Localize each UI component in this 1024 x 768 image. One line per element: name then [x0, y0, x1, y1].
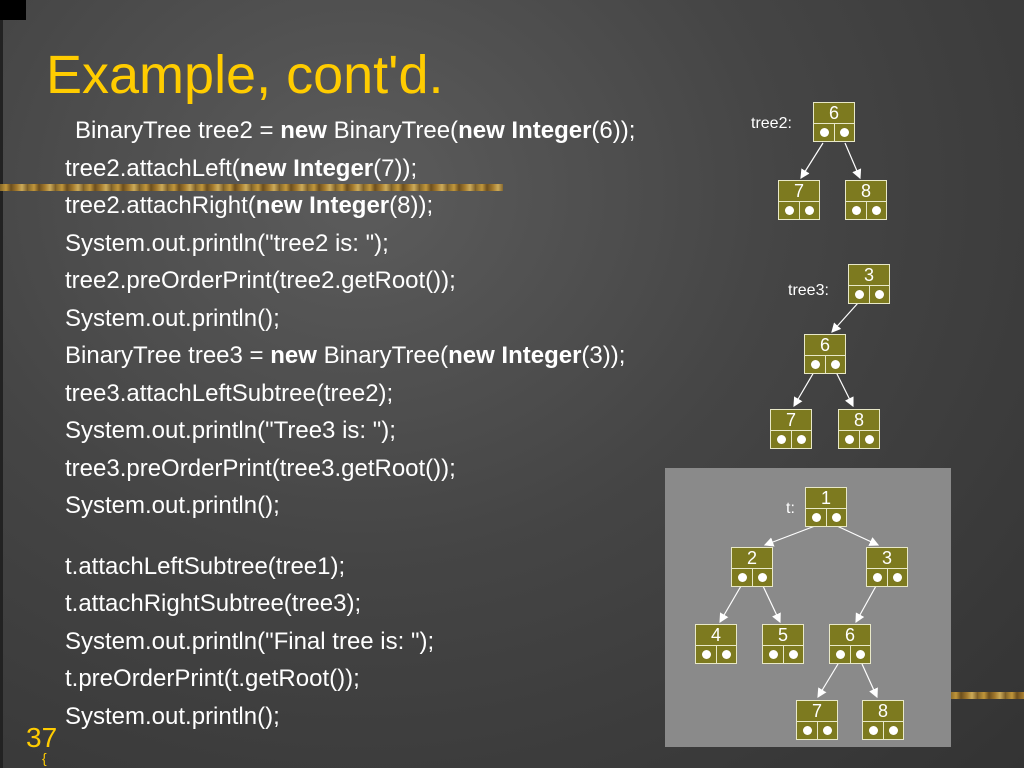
- code-keyword: new: [280, 117, 327, 144]
- tree-node: 6: [804, 334, 846, 374]
- tree-node: 3: [866, 547, 908, 587]
- code-text: (8));: [389, 192, 434, 219]
- tree3-edge-3-6: [831, 302, 859, 333]
- code-text: t.preOrderPrint(t.getRoot());: [65, 665, 360, 692]
- tree-node: 2: [731, 547, 773, 587]
- slide-mark: {: [42, 750, 47, 766]
- code-line: t.preOrderPrint(t.getRoot());: [65, 660, 635, 698]
- code-keyword: new Integer: [458, 117, 592, 144]
- t-edge-3-6: [855, 585, 877, 624]
- tree-node: 7: [796, 700, 838, 740]
- tree-node: 7: [778, 180, 820, 220]
- code-block: BinaryTree tree2 = new BinaryTree(new In…: [65, 112, 635, 735]
- tree3-edge-6-8: [835, 371, 854, 408]
- code-line: System.out.println();: [65, 487, 635, 525]
- tree2-edge-6-7: [800, 142, 824, 180]
- code-text: (6));: [591, 117, 636, 144]
- decorative-band-left: [0, 184, 503, 191]
- t-edge-1-2: [763, 525, 816, 547]
- code-keyword: new Integer: [255, 192, 390, 219]
- code-text: t.attachRightSubtree(tree3);: [65, 590, 362, 617]
- code-line: tree2.attachLeft(new Integer(7));: [65, 150, 635, 188]
- code-text: BinaryTree(: [326, 117, 459, 144]
- code-line: tree3.preOrderPrint(tree3.getRoot());: [65, 450, 635, 488]
- tree-node: 5: [762, 624, 804, 664]
- code-line: tree3.attachLeftSubtree(tree2);: [65, 375, 635, 413]
- code-line: System.out.println("Tree3 is: ");: [65, 412, 635, 450]
- code-keyword: new: [270, 342, 317, 369]
- code-text: System.out.println();: [65, 702, 280, 730]
- code-line: BinaryTree tree3 = new BinaryTree(new In…: [65, 337, 635, 375]
- code-line: BinaryTree tree2 = new BinaryTree(new In…: [75, 112, 635, 150]
- code-text: System.out.println();: [65, 304, 280, 332]
- code-line: System.out.println("tree2 is: ");: [65, 225, 635, 263]
- code-text: tree3.attachLeftSubtree(tree2);: [65, 379, 394, 407]
- code-text: System.out.println("Final tree is: ");: [65, 627, 435, 655]
- code-text: tree2.preOrderPrint(tree2.getRoot());: [65, 267, 456, 294]
- code-text: (7));: [373, 154, 418, 182]
- code-line: tree2.attachRight(new Integer(8));: [65, 187, 635, 225]
- code-keyword: new Integer: [448, 342, 582, 369]
- code-text: System.out.println("tree2 is: ");: [65, 229, 389, 257]
- code-text: tree3.preOrderPrint(tree3.getRoot());: [65, 454, 456, 482]
- code-text: t.attachLeftSubtree(tree1);: [65, 552, 346, 580]
- corner-mark: [0, 0, 26, 20]
- code-text: BinaryTree(: [316, 342, 449, 369]
- t-edge-1-3: [836, 525, 880, 546]
- tree-node: 3: [848, 264, 890, 304]
- code-text: tree2.attachLeft(: [65, 154, 240, 182]
- tree-node: 8: [845, 180, 887, 220]
- code-text: tree2.attachRight(: [65, 192, 256, 219]
- code-text: System.out.println("Tree3 is: ");: [65, 417, 396, 444]
- code-text: System.out.println();: [65, 492, 280, 519]
- code-line: t.attachRightSubtree(tree3);: [65, 585, 635, 623]
- left-edge-rule: [0, 0, 3, 768]
- code-line: System.out.println();: [65, 300, 635, 338]
- tree3-edge-6-7: [793, 371, 815, 408]
- tree2-edge-6-8: [844, 142, 862, 180]
- t-edge-6-7: [817, 663, 839, 699]
- code-line: System.out.println("Final tree is: ");: [65, 623, 635, 661]
- slide-title: Example, cont'd.: [46, 45, 444, 105]
- tree-node: 8: [838, 409, 880, 449]
- tree-node: 1: [805, 487, 847, 527]
- tree3-label: tree3:: [788, 282, 829, 299]
- code-line: tree2.preOrderPrint(tree2.getRoot());: [65, 262, 635, 300]
- tree-node: 6: [829, 624, 871, 664]
- tree-node: 4: [695, 624, 737, 664]
- code-keyword: new Integer: [239, 154, 374, 182]
- tree2-label: tree2:: [751, 115, 792, 132]
- slide-number: 37: [26, 722, 58, 753]
- code-text: BinaryTree tree3 =: [65, 342, 271, 369]
- code-text: (3));: [581, 342, 626, 369]
- code-line: System.out.println();: [65, 698, 635, 736]
- code-line: t.attachLeftSubtree(tree1);: [65, 548, 635, 586]
- tree-node: 6: [813, 102, 855, 142]
- t-edge-6-8: [861, 663, 878, 699]
- tree-node: 8: [862, 700, 904, 740]
- decorative-band-right: [950, 692, 1024, 699]
- code-text: BinaryTree tree2 =: [75, 117, 281, 144]
- t-edge-2-5: [762, 585, 781, 624]
- tree-node: 7: [770, 409, 812, 449]
- t-label: t:: [786, 500, 795, 517]
- t-edge-2-4: [719, 585, 742, 624]
